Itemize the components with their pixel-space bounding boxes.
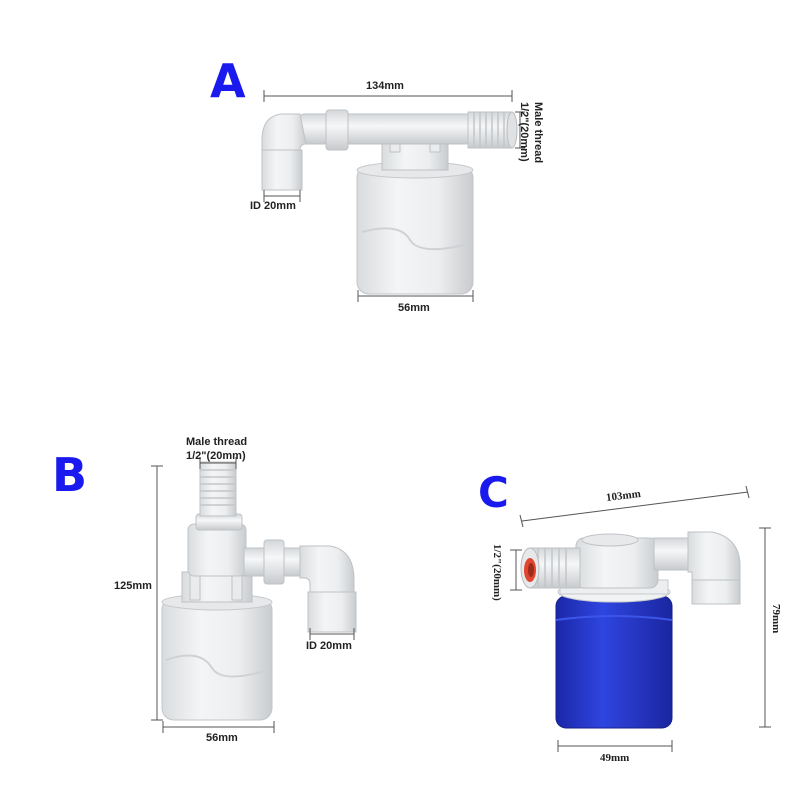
- section-b-thread-label-1: Male thread: [186, 436, 248, 448]
- section-a-length-label: 134mm: [366, 80, 404, 92]
- section-a-base-width-label: 56mm: [398, 302, 430, 314]
- section-b-letter: B: [52, 448, 88, 502]
- valve-c-image: [520, 531, 741, 729]
- section-c-thread-label: 1/2"(20mm): [491, 544, 503, 601]
- section-a-thread-label-1: Male thread: [532, 102, 544, 164]
- valve-a-dimension-lines: [263, 90, 525, 302]
- valve-b-image: [161, 461, 357, 721]
- section-b-thread-label-2: 1/2"(20mm): [186, 450, 246, 462]
- section-a-thread-label-2: 1/2"(20mm): [518, 102, 530, 162]
- section-c-letter: C: [478, 468, 509, 517]
- section-a-letter: A: [210, 54, 246, 108]
- section-a-id-label: ID 20mm: [250, 200, 296, 212]
- valve-c-dimension-lines: [510, 485, 771, 752]
- valve-b-dimension-lines: [151, 457, 355, 733]
- section-c-base-width-label: 49mm: [600, 752, 630, 764]
- section-c-height-label: 79mm: [770, 604, 782, 634]
- section-b-id-label: ID 20mm: [306, 640, 352, 652]
- valve-a-image: [261, 109, 518, 295]
- section-b-height-label: 125mm: [114, 580, 152, 592]
- section-b-base-width-label: 56mm: [206, 732, 238, 744]
